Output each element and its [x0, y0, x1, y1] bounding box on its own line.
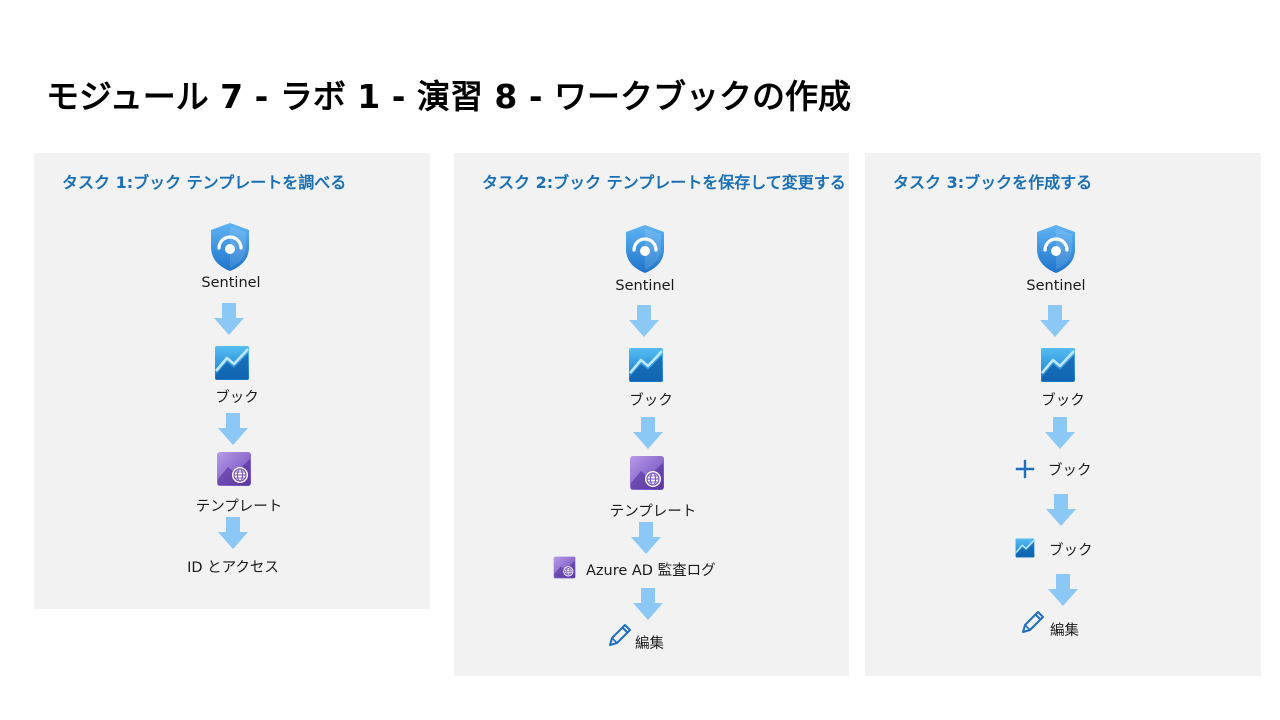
sentinel-label: Sentinel	[201, 275, 261, 291]
workbook-label: ブック	[1041, 393, 1085, 409]
down-arrow-icon	[1046, 494, 1076, 526]
workbook-chart-icon	[1015, 538, 1035, 558]
task-3-panel: タスク 3:ブックを作成する Sentinel ブック ブック ブック 編集	[865, 153, 1261, 676]
edit-label: 編集	[1050, 623, 1079, 639]
workbook-chart-icon	[628, 347, 664, 383]
workbook-chart-icon	[214, 345, 250, 381]
azure-ad-audit-log-label: Azure AD 監査ログ	[586, 563, 716, 579]
pencil-icon	[606, 621, 634, 649]
down-arrow-icon	[1040, 305, 1070, 337]
down-arrow-icon	[218, 413, 248, 445]
plus-icon	[1014, 458, 1036, 480]
down-arrow-icon	[631, 522, 661, 554]
workbook-label: ブック	[1049, 543, 1093, 559]
task-2-panel: タスク 2:ブック テンプレートを保存して変更する Sentinel ブック テ…	[454, 153, 849, 676]
sentinel-shield-icon	[208, 221, 252, 273]
identity-access-label: ID とアクセス	[187, 560, 279, 576]
sentinel-shield-icon	[623, 223, 667, 275]
task-1-panel: タスク 1:ブック テンプレートを調べる Sentinel ブック テンプレート…	[34, 153, 430, 609]
sentinel-shield-icon	[1034, 223, 1078, 275]
down-arrow-icon	[629, 305, 659, 337]
template-globe-icon	[553, 556, 576, 579]
new-workbook-label: ブック	[1048, 463, 1092, 479]
template-globe-icon	[629, 455, 665, 491]
workbook-chart-icon	[1040, 347, 1076, 383]
down-arrow-icon	[218, 517, 248, 549]
edit-label: 編集	[635, 636, 664, 652]
down-arrow-icon	[1048, 574, 1078, 606]
page-title: モジュール 7 - ラボ 1 - 演習 8 - ワークブックの作成	[46, 77, 852, 116]
down-arrow-icon	[214, 303, 244, 335]
task-2-heading: タスク 2:ブック テンプレートを保存して変更する	[482, 173, 846, 192]
sentinel-label: Sentinel	[1026, 278, 1086, 294]
template-label: テンプレート	[195, 499, 283, 515]
down-arrow-icon	[633, 588, 663, 620]
pencil-icon	[1019, 608, 1047, 636]
task-1-heading: タスク 1:ブック テンプレートを調べる	[62, 173, 347, 192]
down-arrow-icon	[633, 417, 663, 449]
down-arrow-icon	[1045, 417, 1075, 449]
sentinel-label: Sentinel	[615, 278, 675, 294]
workbook-label: ブック	[215, 390, 259, 406]
task-3-heading: タスク 3:ブックを作成する	[893, 173, 1093, 192]
workbook-label: ブック	[629, 393, 673, 409]
template-globe-icon	[216, 451, 252, 487]
template-label: テンプレート	[609, 504, 697, 520]
